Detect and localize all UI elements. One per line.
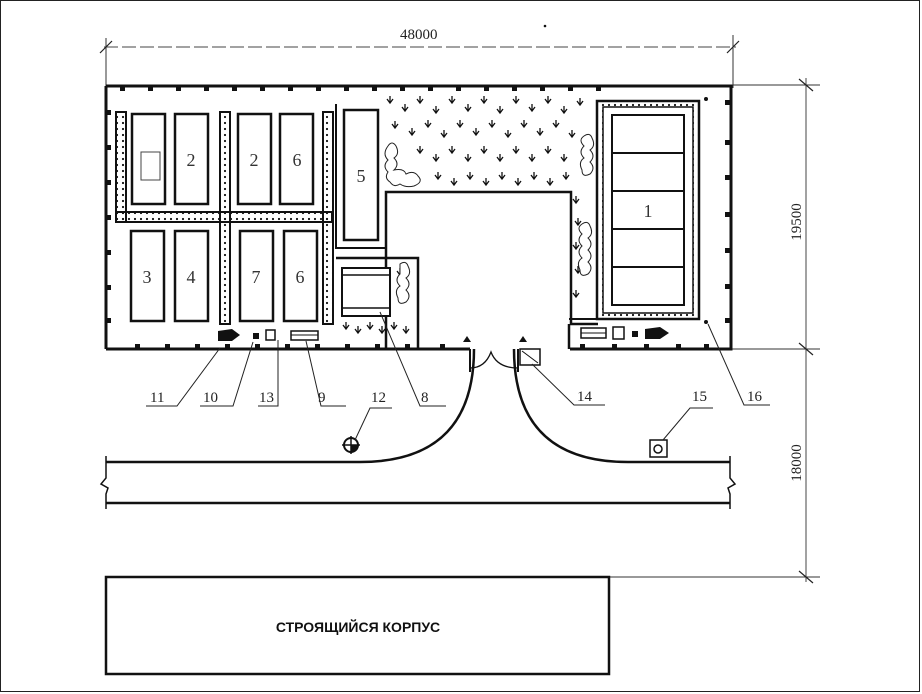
zone-6a: 6 — [278, 112, 315, 206]
zones: 2 2 6 5 3 4 7 6 — [129, 108, 380, 323]
svg-text:1: 1 — [644, 201, 653, 221]
well-icon — [649, 439, 668, 458]
callout-12: 12 — [371, 390, 386, 406]
callout-15: 15 — [692, 389, 707, 405]
access-road — [99, 348, 737, 509]
building-label: СТРОЯЩИЙСЯ КОРПУС — [276, 618, 440, 635]
cabinet-icon — [265, 329, 276, 341]
central-yard — [336, 190, 598, 349]
callout-11: 11 — [150, 390, 164, 406]
equipment-right — [580, 97, 708, 340]
callout-14: 14 — [577, 389, 593, 405]
svg-text:5: 5 — [357, 166, 366, 186]
zone-8-pad — [341, 267, 391, 317]
zone-3: 3 — [129, 229, 166, 323]
svg-text:6: 6 — [296, 267, 305, 287]
callout-16: 16 — [747, 389, 763, 405]
zone-7: 7 — [238, 229, 275, 323]
callout-13: 13 — [259, 390, 274, 406]
callout-9: 9 — [318, 390, 326, 406]
callout-10: 10 — [203, 390, 218, 406]
hedges-left — [115, 111, 334, 325]
svg-text:2: 2 — [187, 150, 196, 170]
dimension-site-height-label: 19500 — [789, 203, 805, 241]
entrance-gates[interactable] — [463, 336, 541, 372]
zone-2b: 2 — [236, 112, 273, 206]
small-box-icon — [253, 333, 259, 339]
callout-8: 8 — [421, 390, 429, 406]
site-boundary — [104, 84, 733, 351]
hydrant-icon — [342, 436, 360, 454]
green-area — [342, 95, 595, 334]
dimension-height: 19500 18000 — [610, 78, 820, 584]
dimension-width: 48000 — [99, 27, 740, 88]
dimension-road-offset-label: 18000 — [789, 444, 805, 482]
zone-1: 1 — [567, 99, 701, 349]
svg-text:4: 4 — [187, 267, 196, 287]
zone-2a: 2 — [173, 112, 210, 206]
svg-text:7: 7 — [252, 267, 261, 287]
zone-6b: 6 — [282, 229, 319, 323]
zone-5: 5 — [342, 108, 380, 242]
equipment-left — [218, 329, 319, 341]
zone-4: 4 — [173, 229, 210, 323]
svg-text:6: 6 — [293, 150, 302, 170]
svg-text:2: 2 — [250, 150, 259, 170]
callouts: 11 10 13 9 12 8 14 15 16 — [146, 311, 770, 441]
fuel-tank-icon — [218, 329, 240, 341]
building-under-construction: СТРОЯЩИЙСЯ КОРПУС — [104, 575, 611, 676]
svg-text:3: 3 — [143, 267, 152, 287]
dimension-width-label: 48000 — [400, 27, 438, 43]
